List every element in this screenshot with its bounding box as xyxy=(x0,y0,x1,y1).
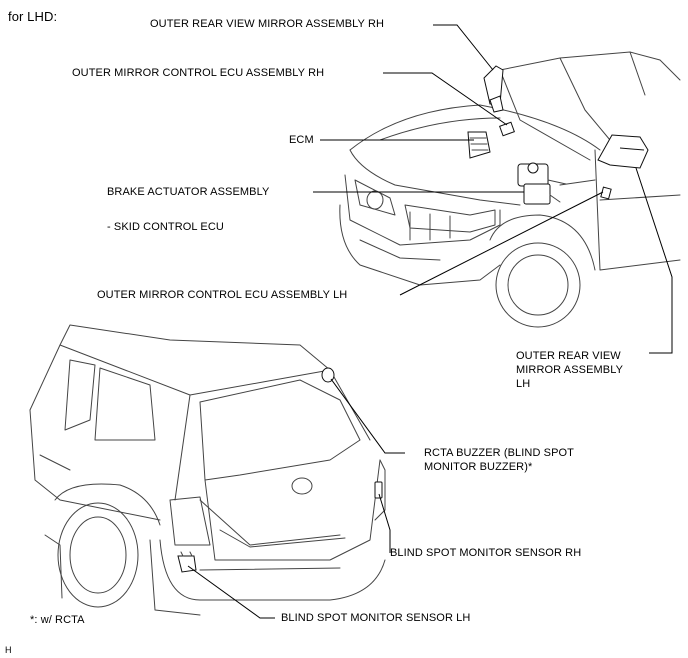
label-rcta-line2: MONITOR BUZZER)* xyxy=(424,461,533,473)
label-mirror-lh-line1: OUTER REAR VIEW xyxy=(516,350,621,362)
header-label: for LHD: xyxy=(8,9,58,24)
bsm-lh-part xyxy=(177,551,197,573)
label-ecu-lh: OUTER MIRROR CONTROL ECU ASSEMBLY LH xyxy=(97,289,348,301)
bsm-rh-part xyxy=(374,481,383,499)
rcta-buzzer-part xyxy=(321,367,335,383)
label-mirror-rh: OUTER REAR VIEW MIRROR ASSEMBLY RH xyxy=(150,18,385,30)
ecu-lh-part xyxy=(600,186,612,200)
mirror-rh-part xyxy=(483,65,504,113)
label-rcta-line1: RCTA BUZZER (BLIND SPOT xyxy=(424,447,574,459)
ecm-part xyxy=(467,131,491,159)
brake-actuator-part xyxy=(517,162,567,205)
label-bsm-lh: BLIND SPOT MONITOR SENSOR LH xyxy=(281,612,471,624)
corner-mark: H xyxy=(5,645,12,655)
label-ecm: ECM xyxy=(289,134,314,146)
label-mirror-lh-line3: LH xyxy=(516,378,531,390)
mirror-lh-part xyxy=(597,134,649,169)
leader-lines xyxy=(187,24,673,619)
label-mirror-lh-line2: MIRROR ASSEMBLY xyxy=(516,364,624,376)
label-ecu-rh: OUTER MIRROR CONTROL ECU ASSEMBLY RH xyxy=(72,67,325,79)
label-bsm-rh: BLIND SPOT MONITOR SENSOR RH xyxy=(390,547,582,559)
ecu-rh-part xyxy=(499,121,515,137)
label-brake-actuator: BRAKE ACTUATOR ASSEMBLY xyxy=(107,186,270,198)
rear-vehicle-outline xyxy=(29,324,386,616)
label-skid-control: - SKID CONTROL ECU xyxy=(107,221,224,233)
front-vehicle-outline xyxy=(339,51,681,328)
footnote: *: w/ RCTA xyxy=(30,614,85,626)
